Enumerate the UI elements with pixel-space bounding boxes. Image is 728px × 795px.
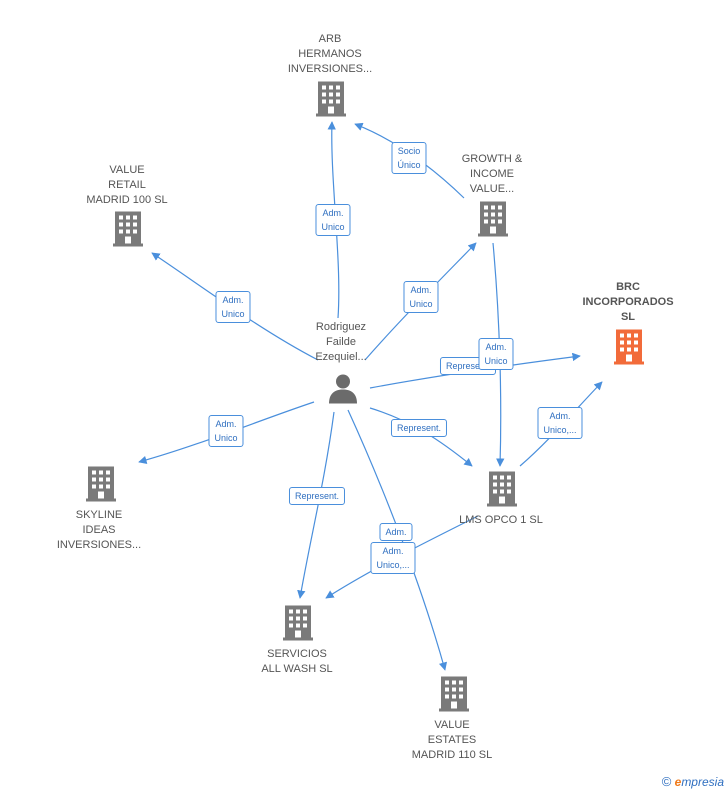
edge-label-line: Unico [221,309,245,319]
node-label-line: SERVICIOS [267,648,327,660]
edge-label-line: Unico [214,433,238,443]
node-label-line: ESTATES [427,734,477,746]
brand-name-rest: mpresia [681,775,724,789]
edge-label-line: Unico [484,356,508,366]
node-label-value-estates[interactable]: VALUE ESTATES MADRID 110 SL [412,718,493,763]
node-label-growth[interactable]: GROWTH & INCOME VALUE... [462,152,523,197]
brand-logo[interactable]: © empresia [662,774,724,789]
node-label-line: BRC [616,281,640,293]
edge-label-line: Adm. [322,208,344,218]
node-label-value-retail[interactable]: VALUE RETAIL MADRID 100 SL [86,163,167,208]
edge-label-line: Socio [397,146,421,156]
building-icon-lms[interactable] [487,471,517,512]
node-label-line: VALUE [434,719,470,731]
edge-label-line: Adm. [382,546,404,556]
edge-label-represent-servicios[interactable]: Represent. [288,487,346,505]
edge-label-line: Adm. [222,295,244,305]
edge-label-line: Adm. [410,285,432,295]
node-label-brc[interactable]: BRC INCORPORADOS SL [582,280,673,325]
edges-layer [138,121,603,671]
node-label-line: GROWTH & [461,153,523,165]
edge-label-adm-arb[interactable]: Adm. Unico [315,204,351,236]
node-label-arb[interactable]: ARB HERMANOS INVERSIONES... [288,32,372,77]
node-label-line: HERMANOS [298,48,362,60]
node-label-skyline[interactable]: SKYLINE IDEAS INVERSIONES... [57,508,141,553]
edge-label-adm-growth[interactable]: Adm. Unico [403,281,439,313]
edge-person-lms [369,407,473,467]
edge-label-line: Unico,... [543,425,577,435]
edge-label-line: Único [397,160,421,170]
edge-label-adm-lms-servicios[interactable]: Adm. Unico,... [370,542,416,574]
edge-label-line: Represent. [294,491,340,501]
building-icon-brc[interactable] [614,329,644,370]
building-icon-value-retail[interactable] [113,211,143,252]
node-label-line: VALUE [109,164,145,176]
node-label-person[interactable]: Rodriguez Failde Ezequiel... [315,320,366,365]
edge-label-represent-lms[interactable]: Represent. [390,419,448,437]
edge-label-line: Adm. [385,527,407,537]
edge-label-adm-skyline[interactable]: Adm. Unico [208,415,244,447]
node-label-line: Failde [326,336,356,348]
edge-person-servicios [297,411,335,599]
edge-label-adm-estates[interactable]: Adm. [379,523,413,541]
edge-label-line: Unico,... [376,560,410,570]
node-label-line: INVERSIONES... [287,63,373,75]
building-icon-arb[interactable] [316,81,346,122]
node-label-line: INVERSIONES... [56,539,142,551]
edge-label-line: Adm. [549,411,571,421]
node-label-line: INCORPORADOS [582,296,674,308]
node-label-line: ARB [318,33,342,45]
node-label-line: RETAIL [108,179,146,191]
edge-label-line: Adm. [485,342,507,352]
building-icon-value-estates[interactable] [439,676,469,717]
copyright-symbol: © [661,774,672,789]
building-icon-servicios[interactable] [283,605,313,646]
node-label-line: LMS OPCO 1 SL [459,514,543,526]
brand-initial: e [674,775,682,789]
building-icon-skyline[interactable] [86,466,116,507]
node-label-line: SL [620,311,636,323]
edge-label-line: Adm. [215,419,237,429]
edge-label-line: Unico [409,299,433,309]
building-icon-growth[interactable] [478,201,508,242]
node-label-line: MADRID 110 SL [411,749,493,761]
edge-label-socio-unico[interactable]: Socio Único [391,142,427,174]
node-label-line: IDEAS [82,524,116,536]
edge-label-line: Represent. [445,361,491,371]
edge-label-adm-growth-lms[interactable]: Adm. Unico [478,338,514,370]
node-label-line: INCOME [470,168,514,180]
node-label-line: Rodriguez [315,321,367,333]
edge-label-line: Unico [321,222,345,232]
node-label-line: Ezequiel... [315,351,367,363]
node-label-lms[interactable]: LMS OPCO 1 SL [459,513,543,528]
node-label-line: ALL WASH SL [261,663,333,675]
node-label-line: SKYLINE [75,509,123,521]
node-label-servicios[interactable]: SERVICIOS ALL WASH SL [261,647,332,677]
node-label-line: VALUE... [469,183,515,195]
edge-label-line: Represent. [396,423,442,433]
edge-label-adm-lms-brc[interactable]: Adm. Unico,... [537,407,583,439]
person-icon[interactable] [328,374,358,409]
edge-label-adm-retail[interactable]: Adm. Unico [215,291,251,323]
node-label-line: MADRID 100 SL [86,194,168,206]
